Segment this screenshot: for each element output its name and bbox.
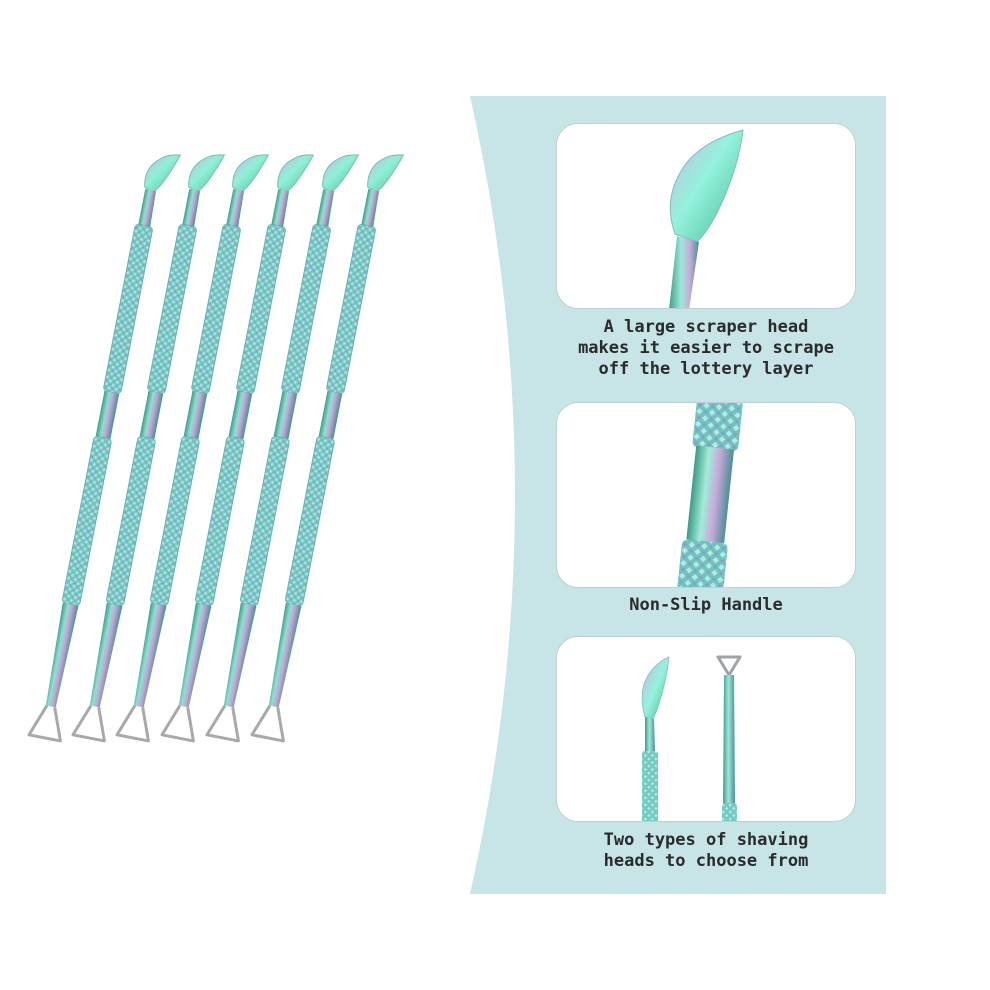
caption-handle: Non-Slip Handle: [548, 595, 864, 616]
caption-two-heads: Two types of shaving heads to choose fro…: [548, 830, 864, 872]
caption-line: Non-Slip Handle: [629, 595, 783, 615]
feature-card-scraper-head: [556, 123, 856, 309]
caption-line: heads to choose from: [603, 851, 809, 871]
scraper-head-closeup: [669, 129, 744, 308]
caption-line: off the lottery layer: [598, 359, 814, 379]
caption-line: Two types of shaving: [603, 830, 809, 850]
loop-head-tool: [716, 655, 742, 821]
feature-card-handle: [556, 402, 856, 588]
scraper-head-tool: [641, 656, 670, 821]
handle-closeup: [676, 403, 743, 587]
caption-scraper-head: A large scraper head makes it easier to …: [548, 317, 864, 380]
caption-line: makes it easier to scrape: [578, 338, 834, 358]
feature-card-two-heads: [556, 636, 856, 822]
two-heads-closeup: [641, 655, 742, 821]
caption-line: A large scraper head: [603, 317, 809, 337]
